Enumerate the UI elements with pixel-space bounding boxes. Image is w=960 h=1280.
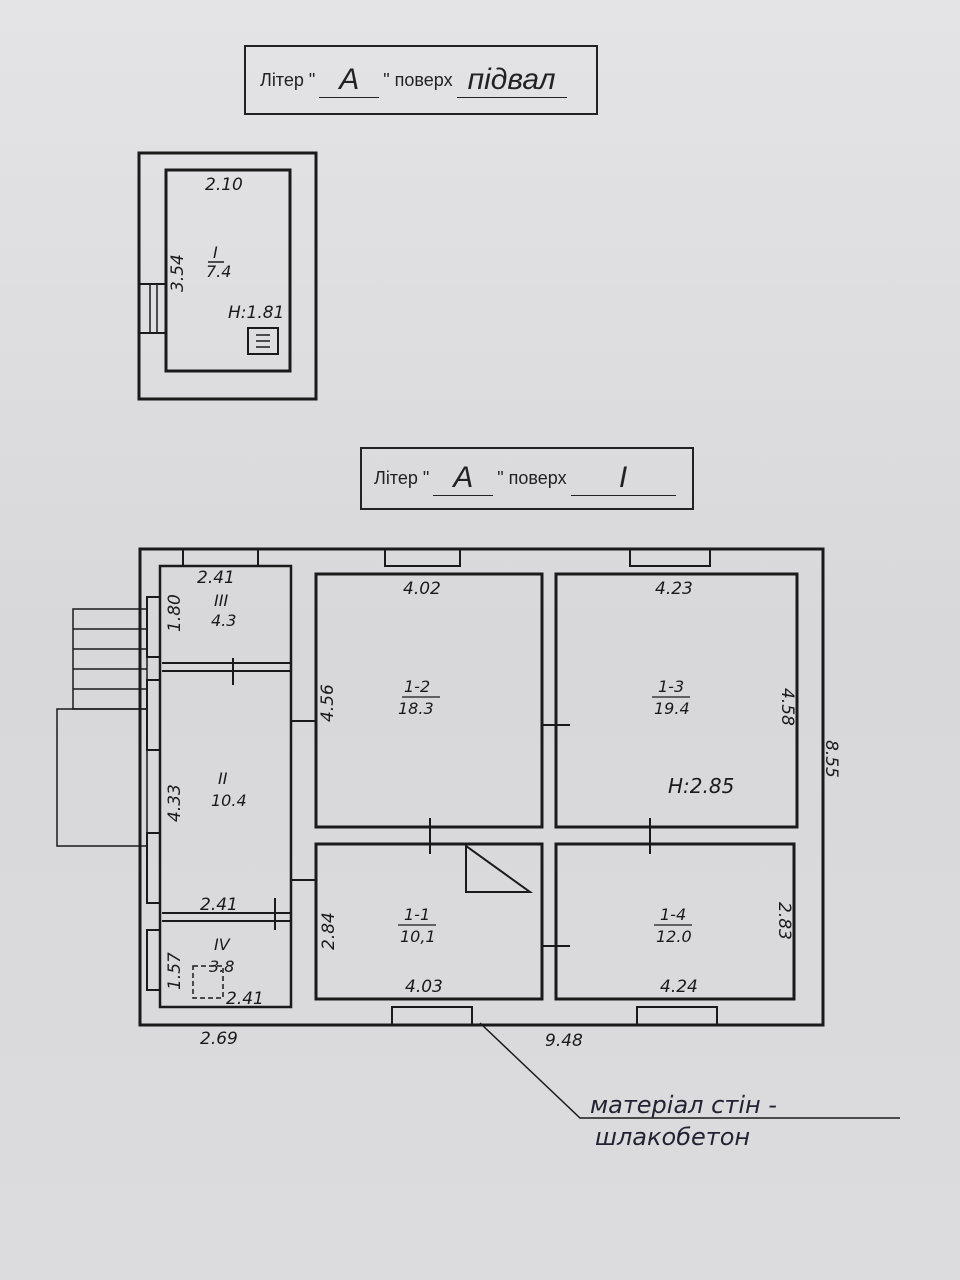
room-area: 18.3 [398,699,434,718]
litera-value: A [433,461,494,496]
title-mid: " поверх [497,468,567,488]
dim-total-width-left: 2.69 [200,1029,238,1049]
dim-r11-width: 4.03 [405,977,443,997]
room-number: 1-3 [658,677,684,696]
hatch-icon [192,965,224,999]
title-prefix: Літер " [374,468,430,488]
basement-plan: 2.10 3.54 I 7.4 H:1.81 [137,151,318,401]
dim-r4-length: 1.57 [165,952,185,990]
dim-r3-width: 2.41 [197,568,235,588]
room-number: III [214,591,228,610]
room-area: 7.4 [206,262,231,281]
stove-icon [465,844,534,893]
dim-total-length: 8.55 [821,740,841,778]
dim-r4-width: 2.41 [226,989,264,1009]
floor-height: H:2.85 [668,774,734,798]
room-area: 3.8 [209,957,234,976]
first-floor-plan: 2.41 1.80 4.33 2.41 1.57 2.41 4.02 4.56 … [56,547,900,1151]
room-number: 1-2 [404,677,430,696]
room-area: 12.0 [656,927,692,946]
basement-length-dim: 3.54 [168,254,188,292]
floor-value: I [570,461,676,496]
dim-r12-length: 4.56 [318,684,338,722]
room-area: 4.3 [211,611,236,630]
dim-r12-width: 4.02 [403,579,441,599]
basement-width-dim: 2.10 [205,175,243,195]
room-area: 10.4 [211,791,247,810]
dim-r14-width: 4.24 [660,977,698,997]
room-number: 1-1 [404,905,430,924]
dim-r3-length: 1.80 [165,594,185,632]
room-number: IV [214,935,231,954]
wall-material-note-line1: матеріал стін - [590,1091,777,1119]
dim-total-width: 9.48 [545,1031,583,1051]
stove-icon [247,327,279,355]
title-mid: " поверх [383,69,453,90]
dim-r13-width: 4.23 [655,579,693,599]
dim-r14-length: 2.83 [774,902,794,940]
litera-value: A [319,63,380,98]
dim-r13-length: 4.58 [777,688,797,726]
first-floor-title-box: Літер " A " поверх I [360,447,694,510]
basement-title-box: Літер " A " поверх підвал [244,45,598,115]
dim-r2-length: 4.33 [165,784,185,822]
floor-value: підвал [456,63,567,98]
basement-height: H:1.81 [228,303,284,323]
room-number: II [218,769,228,788]
room-number: I [213,243,218,262]
room-area: 10,1 [400,927,436,946]
title-prefix: Літер " [260,69,316,90]
room-number: 1-4 [660,905,686,924]
dim-r11-length: 2.84 [319,912,339,950]
wall-material-note-line2: шлакобетон [595,1123,750,1151]
room-area: 19.4 [654,699,690,718]
dim-r2-width: 2.41 [200,895,238,915]
